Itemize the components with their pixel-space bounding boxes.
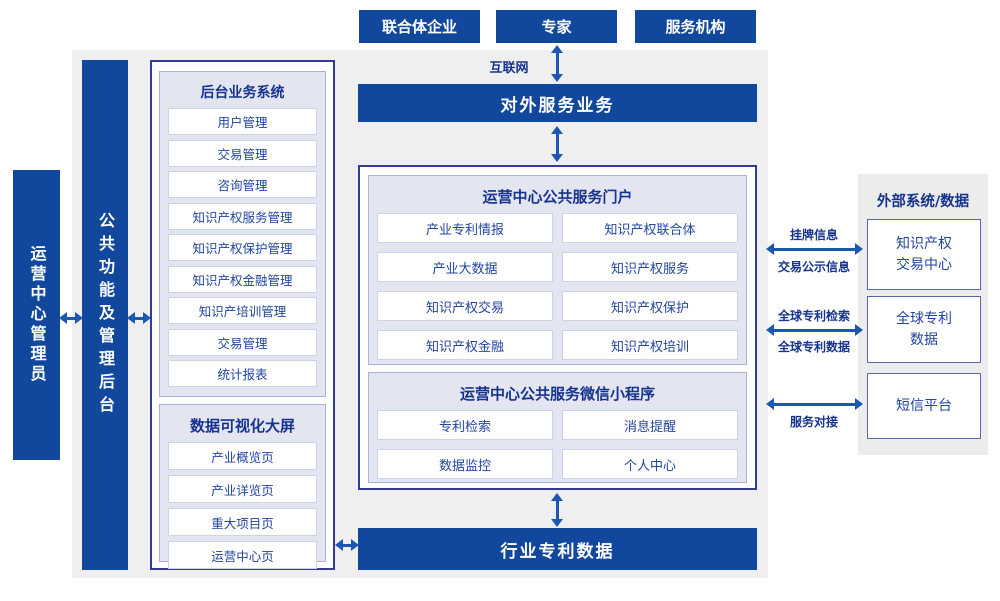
dashboard-title: 数据可视化大屏 xyxy=(189,417,295,435)
arrow-admin-backend-icon xyxy=(59,311,83,325)
miniapp-item: 消息提醒 xyxy=(562,410,738,440)
link-label-trade-public-info: 交易公示信息 xyxy=(777,260,850,274)
portal-item: 知识产权交易 xyxy=(377,291,553,321)
external-system-sms-platform: 短信平台 xyxy=(867,373,981,439)
backend-item: 知识产权服务管理 xyxy=(168,202,317,230)
portal-item: 知识产权服务 xyxy=(562,252,738,282)
actor-box-expert: 专家 xyxy=(496,10,617,43)
arrow-portal-to-patent-icon xyxy=(550,493,564,527)
center-portal-container: 运营中心公共服务门户 产业专利情报 知识产权联合体 产业大数据 知识产权服务 知… xyxy=(358,165,757,490)
miniapp-panel: 运营中心公共服务微信小程序 专利检索 消息提醒 数据监控 个人中心 xyxy=(368,372,747,483)
operation-admin-bar: 运营中心管理员 xyxy=(13,170,60,460)
backend-item: 知识产权保护管理 xyxy=(168,234,317,261)
portal-item: 产业专利情报 xyxy=(377,213,553,243)
internet-label: 互联网 xyxy=(489,61,529,76)
external-system-line: 交易中心 xyxy=(896,256,952,273)
miniapp-item: 专利检索 xyxy=(377,410,553,440)
backend-item: 用户管理 xyxy=(168,108,317,135)
backend-system-panel: 后台业务系统 用户管理 交易管理 咨询管理 知识产权服务管理 知识产权保护管理 … xyxy=(159,71,326,397)
actor-box-consortium: 联合体企业 xyxy=(359,10,480,43)
portal-item: 产业大数据 xyxy=(377,252,553,282)
actor-box-service-org: 服务机构 xyxy=(635,10,756,43)
external-system-line: 短信平台 xyxy=(896,397,952,414)
external-system-line: 数据 xyxy=(910,331,938,348)
portal-title: 运营中心公共服务门户 xyxy=(482,188,633,206)
dashboard-item: 重大项目页 xyxy=(168,508,317,536)
backend-item: 咨询管理 xyxy=(168,171,317,198)
arrow-internet-icon xyxy=(550,45,564,82)
external-system-line: 知识产权 xyxy=(896,236,952,253)
portal-item: 知识产权保护 xyxy=(562,291,738,321)
link-label-global-patent-search: 全球专利检索 xyxy=(777,309,850,323)
portal-item: 知识产权金融 xyxy=(377,330,553,360)
miniapp-title: 运营中心公共服务微信小程序 xyxy=(459,385,655,403)
industry-patent-bar: 行业专利数据 xyxy=(358,528,757,570)
dashboard-panel: 数据可视化大屏 产业概览页 产业详览页 重大项目页 运营中心页 xyxy=(159,404,326,569)
miniapp-item: 个人中心 xyxy=(562,449,738,479)
external-system-global-patent: 全球专利 数据 xyxy=(867,296,981,363)
public-function-backend-bar: 公共功能及管理后台 xyxy=(82,60,128,570)
portal-item: 知识产权培训 xyxy=(562,330,738,360)
backend-item: 统计报表 xyxy=(168,360,317,387)
external-service-bar: 对外服务业务 xyxy=(358,84,757,122)
link-label-listing-info: 挂牌信息 xyxy=(789,228,838,242)
miniapp-item: 数据监控 xyxy=(377,449,553,479)
left-system-container: 后台业务系统 用户管理 交易管理 咨询管理 知识产权服务管理 知识产权保护管理 … xyxy=(150,60,335,570)
dashboard-item: 产业详览页 xyxy=(168,475,317,503)
portal-item: 知识产权联合体 xyxy=(562,213,738,243)
backend-item: 知识产培训管理 xyxy=(168,297,317,324)
arrow-backend-panel-icon xyxy=(127,311,151,325)
link-label-service-connect: 服务对接 xyxy=(789,415,838,429)
arrow-service-to-portal-icon xyxy=(550,126,564,162)
arrow-trade-center-icon xyxy=(766,242,863,256)
arrow-sms-platform-icon xyxy=(766,397,863,411)
external-system-trade-center: 知识产权 交易中心 xyxy=(867,219,981,290)
link-label-global-patent-data: 全球专利数据 xyxy=(777,340,850,354)
dashboard-item: 产业概览页 xyxy=(168,442,317,470)
backend-item: 交易管理 xyxy=(168,139,317,167)
dashboard-item: 运营中心页 xyxy=(168,541,317,569)
external-system-line: 全球专利 xyxy=(896,311,952,328)
backend-item: 交易管理 xyxy=(168,328,317,356)
public-service-portal-panel: 运营中心公共服务门户 产业专利情报 知识产权联合体 产业大数据 知识产权服务 知… xyxy=(368,175,747,365)
arrow-dashboard-to-patent-icon xyxy=(335,538,359,552)
external-systems-title: 外部系统/数据 xyxy=(876,194,970,210)
backend-item: 知识产权金融管理 xyxy=(168,265,317,293)
backend-system-title: 后台业务系统 xyxy=(200,85,285,101)
arrow-global-patent-icon xyxy=(766,323,863,337)
